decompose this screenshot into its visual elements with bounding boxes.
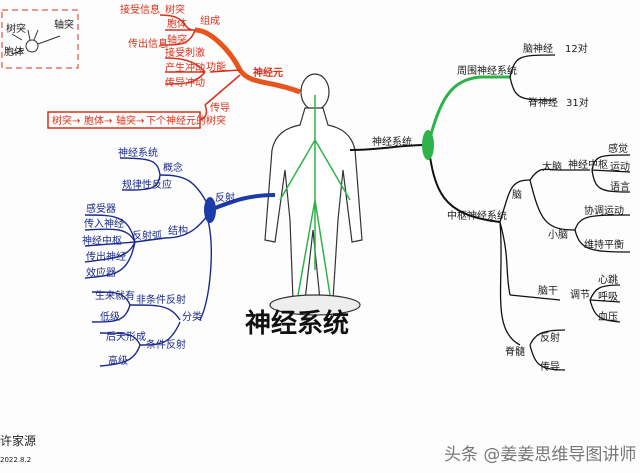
- node-label: 反射: [215, 192, 235, 204]
- node-label: 脊神经: [528, 96, 558, 109]
- node-label: →: [72, 116, 80, 127]
- node-label: 感受器: [86, 202, 116, 215]
- node-label: 血压: [598, 310, 618, 323]
- node-label: 大脑: [542, 160, 562, 173]
- node-label: 呼吸: [598, 291, 618, 303]
- node-label: 轴突: [116, 114, 136, 127]
- node-label: →: [136, 116, 144, 127]
- node-label: 脑: [512, 188, 522, 201]
- watermark: 头条 @姜姜思维导图讲师: [444, 445, 637, 465]
- node-label: 低级: [100, 310, 120, 323]
- signature-name: 许家源: [0, 433, 36, 448]
- node-label: 生来就有: [95, 289, 135, 302]
- node-label: 胞体: [167, 18, 187, 30]
- node-label: 分类: [182, 310, 202, 323]
- node-label: 非条件反射: [136, 293, 186, 306]
- node-label: 脑神经: [523, 42, 553, 55]
- green-node: [422, 130, 434, 160]
- node-label: 结构: [168, 224, 188, 237]
- neuron-branch: [47, 14, 301, 129]
- node-label: 规律性反应: [122, 178, 172, 191]
- node-label: 周围神经系统: [457, 64, 517, 77]
- node-label: 条件反射: [146, 338, 186, 351]
- node-label: 反射弧: [132, 229, 162, 242]
- node-label: 脑干: [538, 284, 558, 297]
- node-label: 调节: [570, 289, 590, 301]
- node-label: 脊髓: [505, 345, 525, 358]
- node-label: 轴突: [167, 33, 187, 46]
- node-label: 功能: [206, 60, 226, 73]
- node-label: 运动: [610, 161, 630, 173]
- node-label: 接受信息: [120, 3, 160, 16]
- node-label: 胞体: [84, 115, 104, 127]
- nervous-system-branch: [349, 54, 631, 371]
- signature-date: 2022.8.2: [0, 456, 31, 464]
- node-label: 神经中枢: [82, 234, 122, 247]
- node-label: 胞体: [4, 46, 24, 58]
- node-label: 效应器: [86, 266, 116, 279]
- node-label: 中枢神经系统: [447, 209, 507, 222]
- node-label: 树突: [6, 22, 26, 35]
- main-title: 神经系统: [245, 308, 349, 339]
- node-label: 传出信息: [128, 37, 168, 50]
- node-label: 产生冲动: [165, 61, 205, 74]
- node-label: 神经系统: [118, 146, 158, 159]
- node-label: 传出神经: [86, 250, 126, 263]
- node-label: 小脑: [548, 228, 568, 241]
- node-label: 树突: [52, 114, 72, 127]
- node-label: 反射: [540, 332, 560, 344]
- human-body-illustration: [264, 73, 363, 316]
- node-label: 12对: [565, 42, 588, 55]
- node-label: 后天形成: [106, 331, 146, 343]
- node-label: 概念: [163, 161, 183, 174]
- blue-node: [204, 197, 216, 223]
- node-label: →: [104, 116, 112, 127]
- node-label: 31对: [566, 96, 589, 109]
- node-label: 心跳: [598, 273, 618, 286]
- node-label: 传导冲动: [165, 76, 205, 89]
- node-label: 传入神经: [84, 217, 124, 230]
- node-label: 协调运动: [584, 204, 624, 217]
- neuron-sketch: 树突 胞体 轴突: [1, 9, 79, 69]
- node-label: 维持平衡: [584, 238, 624, 251]
- node-label: 下个神经元的树突: [146, 114, 226, 127]
- node-label: 轴突: [54, 18, 74, 31]
- node-label: 传导: [540, 361, 560, 373]
- node-label: 传导: [210, 102, 230, 114]
- node-label: 接受刺激: [165, 46, 205, 59]
- node-label: 组成: [200, 14, 220, 27]
- node-label: 神经系统: [372, 135, 412, 148]
- neuron-label: 神经元: [253, 66, 283, 79]
- reflex-branch: [84, 157, 276, 367]
- node-label: 树突: [165, 3, 185, 16]
- node-label: 高级: [108, 354, 128, 367]
- node-label: 神经中枢: [568, 158, 608, 171]
- node-label: 语言: [610, 180, 630, 193]
- node-label: 感觉: [608, 142, 628, 155]
